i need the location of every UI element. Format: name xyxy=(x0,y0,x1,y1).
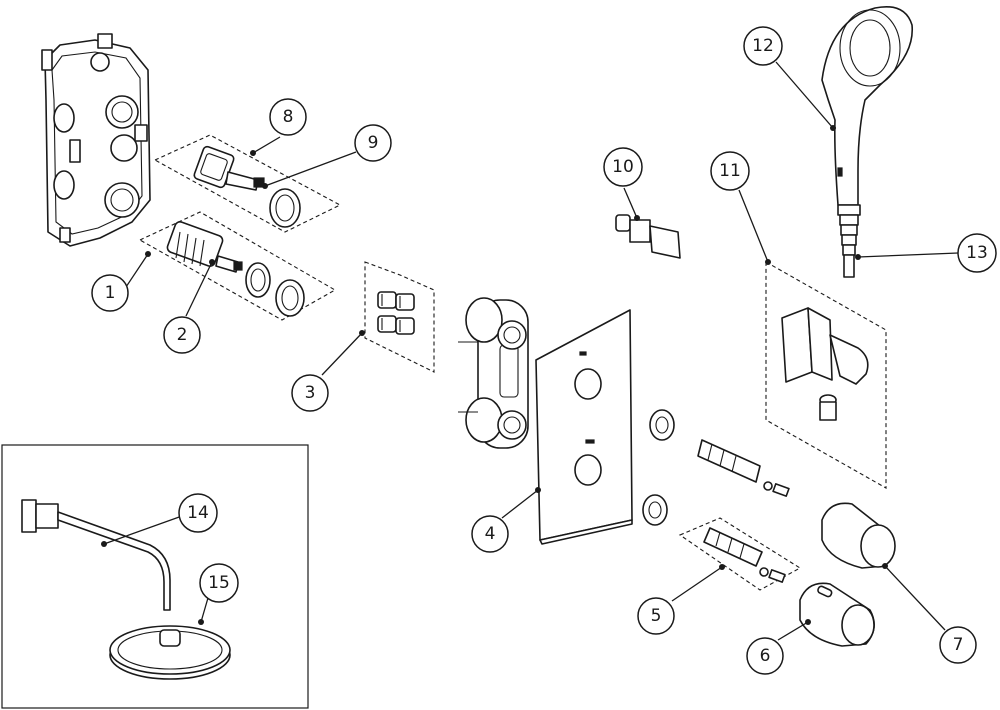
part-rough-in-body xyxy=(41,33,151,247)
callout-12: 12 xyxy=(743,26,783,66)
callout-label: 9 xyxy=(368,133,379,153)
part-spindle-upper xyxy=(697,439,790,497)
part-10-connector xyxy=(615,214,681,259)
part-15-shower-head xyxy=(109,625,231,680)
callout-14: 14 xyxy=(178,493,218,533)
part-14-shower-arm xyxy=(21,499,171,611)
leader-lines xyxy=(101,61,959,641)
part-adapters xyxy=(642,409,675,526)
callout-13: 13 xyxy=(957,233,997,273)
part-7-knob xyxy=(821,502,896,569)
callout-label: 5 xyxy=(651,606,662,626)
part-spindle-lower xyxy=(703,527,786,583)
callout-label: 1 xyxy=(105,283,116,303)
callout-6: 6 xyxy=(746,637,784,675)
part-mounting-frame xyxy=(458,297,529,449)
part-2-thermostatic-cartridge xyxy=(166,221,305,317)
callout-label: 13 xyxy=(966,243,988,263)
callout-label: 15 xyxy=(208,573,230,593)
part-4-trim-plate xyxy=(535,309,633,545)
part-6-knob xyxy=(799,582,875,647)
callout-7: 7 xyxy=(939,626,977,664)
group-box-11 xyxy=(765,261,887,489)
callout-9: 9 xyxy=(354,124,392,162)
part-9-nut xyxy=(269,188,301,228)
group-box-3 xyxy=(364,261,435,373)
inset-frame xyxy=(1,444,309,709)
callout-5: 5 xyxy=(637,597,675,635)
callout-1: 1 xyxy=(91,274,129,312)
callout-2: 2 xyxy=(163,316,201,354)
callout-11: 11 xyxy=(710,151,750,191)
part-11-wall-holder xyxy=(781,307,869,421)
callout-label: 10 xyxy=(612,157,634,177)
callout-label: 4 xyxy=(485,524,496,544)
callout-label: 3 xyxy=(305,383,316,403)
callout-label: 12 xyxy=(752,36,774,56)
callout-4: 4 xyxy=(471,515,509,553)
callout-3: 3 xyxy=(291,374,329,412)
callout-label: 14 xyxy=(187,503,209,523)
part-12-hand-shower xyxy=(821,6,913,206)
callout-label: 6 xyxy=(760,646,771,666)
group-box-8-9 xyxy=(153,134,342,233)
callout-label: 11 xyxy=(719,161,741,181)
callout-10: 10 xyxy=(603,147,643,187)
part-3-check-valves xyxy=(377,291,415,335)
callout-label: 2 xyxy=(177,325,188,345)
callout-15: 15 xyxy=(199,563,239,603)
callout-label: 8 xyxy=(283,107,294,127)
part-8-cartridge xyxy=(193,145,265,191)
callout-8: 8 xyxy=(269,98,307,136)
callout-label: 7 xyxy=(953,635,964,655)
group-box-5 xyxy=(678,517,802,591)
part-13-hose-connector xyxy=(837,204,861,278)
